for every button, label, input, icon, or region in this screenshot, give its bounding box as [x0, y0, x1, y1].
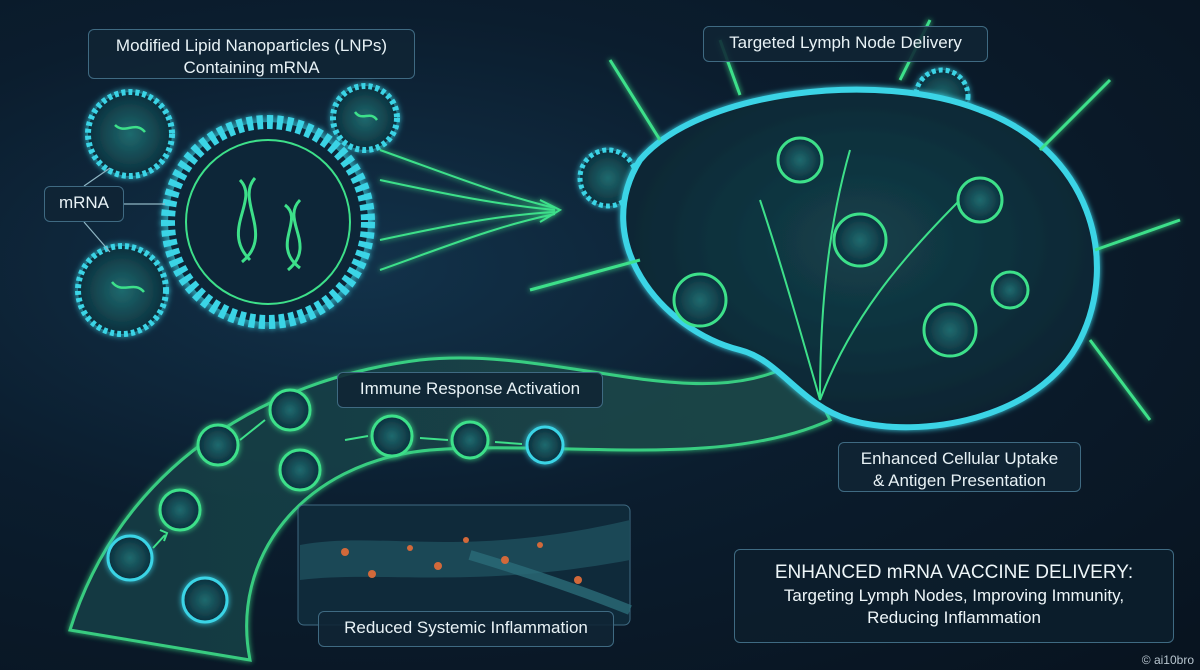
immune-response-label: Immune Response Activation — [337, 372, 603, 408]
watermark: © ai10bro — [1141, 653, 1194, 667]
lnp-label: Modified Lipid Nanoparticles (LNPs) Cont… — [88, 29, 415, 79]
uptake-label-line-2: & Antigen Presentation — [873, 471, 1046, 490]
lnp-label-line-2: Containing mRNA — [183, 58, 320, 77]
blood-vessel-panel — [297, 504, 632, 626]
lymph-node — [529, 19, 1181, 431]
delivery-arrows — [379, 149, 563, 271]
title-subtitle-line-1: Targeting Lymph Nodes, Improving Immunit… — [783, 586, 1125, 605]
immune-cells — [106, 388, 565, 624]
immune-flow-arrows — [152, 419, 523, 549]
reduced-inflammation-label: Reduced Systemic Inflammation — [318, 611, 614, 647]
cellular-uptake-label: Enhanced Cellular Uptake & Antigen Prese… — [838, 442, 1081, 492]
title-heading: ENHANCED mRNA VACCINE DELIVERY: — [774, 562, 1134, 583]
lnp-label-line-1: Modified Lipid Nanoparticles (LNPs) — [115, 36, 388, 55]
uptake-label-line-1: Enhanced Cellular Uptake — [860, 449, 1059, 468]
lymph-node-label: Targeted Lymph Node Delivery — [703, 26, 988, 62]
title-subtitle-line-2: Reducing Inflammation — [867, 608, 1041, 627]
title-panel: ENHANCED mRNA VACCINE DELIVERY: Targetin… — [734, 549, 1174, 643]
mrna-label: mRNA — [44, 186, 124, 222]
mrna-connectors — [83, 167, 165, 253]
lipid-nanoparticle — [161, 115, 375, 329]
